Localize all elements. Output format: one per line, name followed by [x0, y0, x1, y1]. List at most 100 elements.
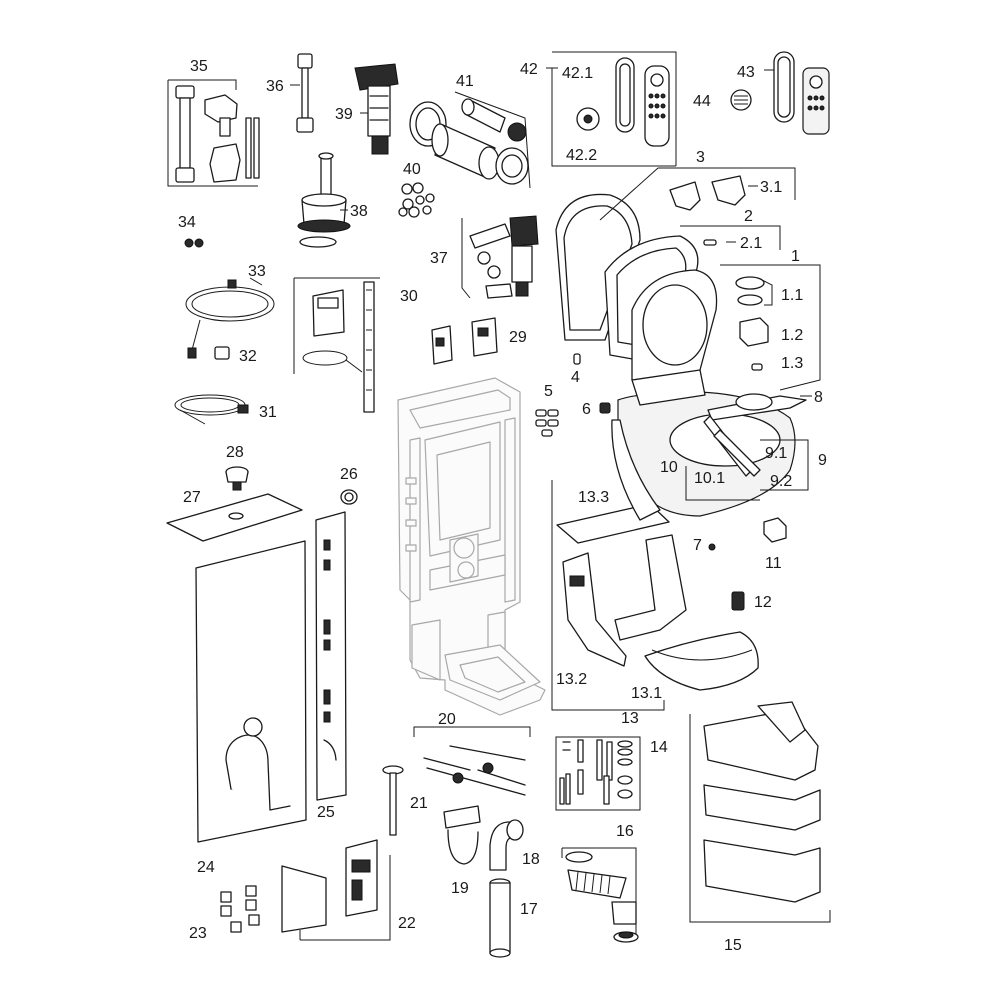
group-bracket-42 — [551, 68, 676, 167]
label-10: 10 — [660, 459, 678, 476]
label-13: 13 — [621, 710, 639, 727]
part-25-side-panel — [315, 511, 347, 801]
label-39: 39 — [335, 106, 353, 123]
group-bracket-1 — [720, 264, 821, 391]
part-13-2-side-covers — [562, 534, 687, 667]
label-12: 12 — [754, 594, 772, 611]
label-9-1: 9.1 — [765, 445, 787, 462]
part-39-fill-valve — [354, 63, 399, 155]
label-21: 21 — [410, 795, 428, 812]
part-16-drain-set — [565, 851, 639, 943]
group-bracket-14 — [555, 736, 641, 811]
part-22-cover-and-box — [281, 839, 378, 933]
part-35-pipe-elbow — [175, 85, 260, 183]
part-2-1-buffer — [703, 239, 717, 246]
part-38-flush-valve — [297, 152, 351, 248]
part-12-spring — [731, 591, 745, 611]
group-bracket-2 — [680, 225, 781, 250]
label-17: 17 — [520, 901, 538, 918]
label-18: 18 — [522, 851, 540, 868]
part-37-fill-valve-kit — [469, 215, 539, 299]
part-3-toilet-lid — [555, 193, 641, 341]
label-42-2: 42.2 — [566, 147, 597, 164]
label-14: 14 — [650, 739, 668, 756]
group-bracket-37 — [461, 218, 471, 299]
label-1-1: 1.1 — [781, 287, 803, 304]
part-21-rod — [382, 765, 404, 836]
part-1-2-module — [739, 317, 769, 347]
label-41: 41 — [456, 73, 474, 90]
part-17-drain-pipe — [489, 878, 511, 958]
part-34-screw — [184, 238, 204, 248]
part-3-1-hinge-set — [669, 175, 746, 211]
part-28-knob — [225, 466, 249, 491]
part-32-connector — [214, 346, 230, 360]
label-10-1: 10.1 — [694, 470, 725, 487]
group-bracket-10 — [685, 466, 760, 501]
part-15-cover-set — [703, 701, 821, 903]
part-43-remote-with-frame — [773, 51, 830, 135]
label-38: 38 — [350, 203, 368, 220]
label-13-1: 13.1 — [631, 685, 662, 702]
label-5: 5 — [544, 383, 553, 400]
group-bracket-9 — [760, 439, 809, 491]
label-6: 6 — [582, 401, 591, 418]
part-1-3-pin — [751, 363, 763, 371]
label-42-1: 42.1 — [562, 65, 593, 82]
label-8: 8 — [814, 389, 823, 406]
label-28: 28 — [226, 444, 244, 461]
label-2: 2 — [744, 208, 753, 225]
group-bracket-35 — [168, 79, 237, 90]
part-40-seal-set — [398, 182, 435, 218]
part-5-buffers — [535, 409, 559, 437]
label-9: 9 — [818, 452, 827, 469]
part-18-drain-bend — [489, 819, 524, 871]
label-9-2: 9.2 — [770, 473, 792, 490]
label-30: 30 — [400, 288, 418, 305]
label-31: 31 — [259, 404, 277, 421]
label-26: 26 — [340, 466, 358, 483]
label-33: 33 — [248, 263, 266, 280]
part-1-1-hinge-covers — [735, 276, 765, 306]
group-bracket-13 — [551, 480, 665, 711]
label-19: 19 — [451, 880, 469, 897]
part-41-flush-pipe-set — [409, 98, 529, 185]
label-20: 20 — [438, 711, 456, 728]
label-4: 4 — [571, 369, 580, 386]
label-35: 35 — [190, 58, 208, 75]
label-1-3: 1.3 — [781, 355, 803, 372]
label-3-1: 3.1 — [760, 179, 782, 196]
label-22: 22 — [398, 915, 416, 932]
part-4-pin — [573, 353, 581, 365]
label-34: 34 — [178, 214, 196, 231]
part-30-control-module — [302, 281, 375, 413]
part-14-fixing-set — [559, 739, 633, 805]
group-bracket-3 — [658, 167, 796, 200]
part-8-shower-arm — [707, 393, 807, 421]
part-7-screw — [708, 543, 716, 551]
label-15: 15 — [724, 937, 742, 954]
label-43: 43 — [737, 64, 755, 81]
label-44: 44 — [693, 93, 711, 110]
part-42-2-wall-holder — [576, 107, 600, 131]
part-10-shower-nozzle — [703, 415, 761, 477]
part-27-top-cover-plate — [166, 493, 303, 542]
label-32: 32 — [239, 348, 257, 365]
label-25: 25 — [317, 804, 335, 821]
part-13-1-bottom-cover — [644, 631, 759, 691]
label-3: 3 — [696, 149, 705, 166]
part-19-pipe-clip — [443, 805, 481, 865]
part-24-front-panel — [195, 540, 307, 843]
part-6-nut — [599, 402, 611, 414]
group-bracket-20 — [413, 726, 531, 737]
label-27: 27 — [183, 489, 201, 506]
part-1-seat-assembly — [631, 269, 718, 406]
label-11: 11 — [765, 555, 782, 572]
group-bracket-22 — [300, 855, 391, 941]
label-37: 37 — [430, 250, 448, 267]
part-29-clamps — [431, 317, 498, 365]
part-33-cable — [185, 279, 275, 359]
installation-frame — [397, 377, 546, 716]
label-7: 7 — [693, 537, 702, 554]
